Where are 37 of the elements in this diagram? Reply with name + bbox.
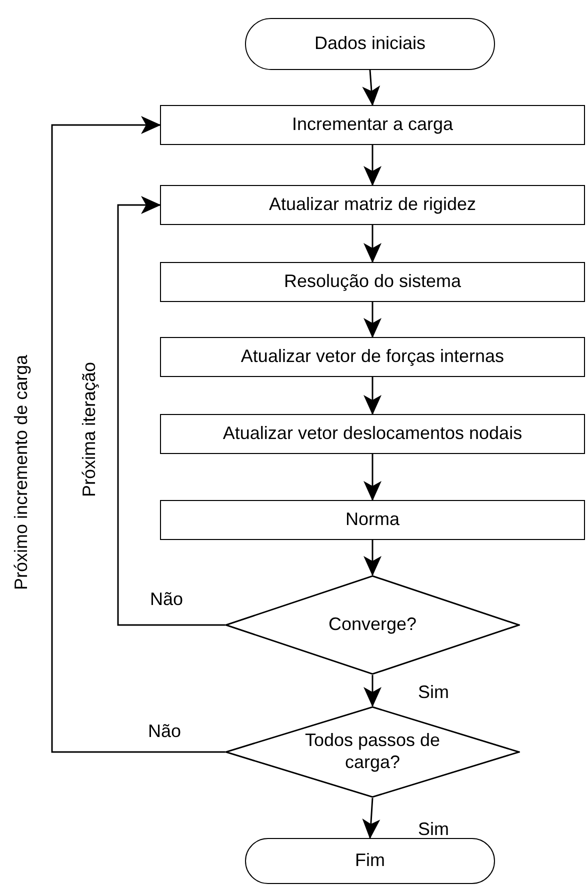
node-text: Norma <box>345 509 400 531</box>
process-box <box>160 185 585 225</box>
node-text: Converge? <box>328 614 417 636</box>
node-text: Atualizar matriz de rigidez <box>268 194 476 216</box>
arrow <box>364 454 382 501</box>
arrow <box>364 145 382 186</box>
decision-diamond <box>225 706 520 798</box>
arrow <box>362 798 380 839</box>
arrow <box>364 302 382 338</box>
node-text: Incrementar a carga <box>292 114 454 136</box>
node-text: Resolução do sistema <box>284 271 462 293</box>
arrow <box>364 377 382 415</box>
node-text: Dados iniciais <box>314 33 426 55</box>
arrow <box>364 675 382 707</box>
terminal-shape <box>245 18 495 70</box>
decision-diamond <box>225 575 520 675</box>
process-box <box>160 337 585 377</box>
node-text: Atualizar vetor de forças internas <box>240 346 504 368</box>
process-box <box>160 500 585 540</box>
edge-label: Não <box>148 722 182 740</box>
process-box <box>160 262 585 302</box>
node-text: Atualizar vetor deslocamentos nodais <box>222 423 522 445</box>
edge-label: Sim <box>418 683 449 701</box>
arrow <box>364 540 382 576</box>
node-text: Fim <box>355 850 385 872</box>
arrow <box>362 70 380 106</box>
node-text: Todos passos de carga? <box>304 730 442 774</box>
terminal-shape <box>245 838 495 884</box>
edge-label: Não <box>150 590 184 608</box>
arrow <box>51 116 225 753</box>
process-box <box>160 105 585 145</box>
arrow <box>117 196 225 626</box>
process-box <box>160 414 585 454</box>
edge-label: Sim <box>418 820 449 838</box>
loop-label: Próxima iteração <box>80 362 98 497</box>
arrow <box>364 225 382 263</box>
loop-label: Próximo incremento de carga <box>12 354 30 590</box>
